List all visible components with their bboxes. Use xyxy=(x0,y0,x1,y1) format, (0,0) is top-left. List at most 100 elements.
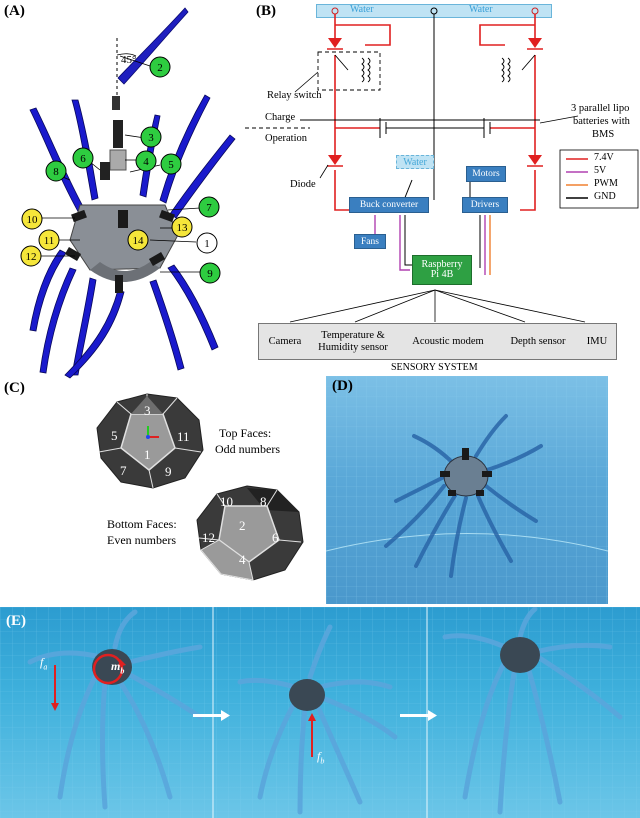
mb-subscript: b xyxy=(120,666,125,676)
fa-symbol: f xyxy=(40,655,44,669)
robot-frame-2 xyxy=(237,624,398,815)
sensory-system-row: Camera Temperature & Humidity sensor Aco… xyxy=(258,323,617,360)
water-electrodes xyxy=(331,7,539,15)
callout-number-4: 4 xyxy=(143,156,149,168)
wires-gnd-low xyxy=(404,215,481,268)
relay-coils xyxy=(334,54,536,83)
exploded-part-3 xyxy=(113,120,123,148)
sensory-system-label: SENSORY SYSTEM xyxy=(391,362,478,373)
fb-subscript: b xyxy=(320,756,325,766)
sensor-camera: Camera xyxy=(268,335,302,347)
leg-lower-3 xyxy=(64,289,125,379)
bottom-face-4: 4 xyxy=(239,552,246,567)
bottom-face-6: 6 xyxy=(272,530,279,545)
top-face-9: 9 xyxy=(165,464,172,479)
leg-lower-6 xyxy=(29,249,67,332)
callout-number-1: 1 xyxy=(204,238,210,250)
photo-pool-test: (D) xyxy=(326,376,608,604)
legend-label-5v: 5V xyxy=(594,165,607,176)
batteries-label-1: 3 parallel lipo xyxy=(571,103,630,114)
sensor-temperature-label-1: Temperature & xyxy=(321,330,385,342)
diode-bars xyxy=(327,48,543,167)
raspberry-pi-label-2: Pi 4B xyxy=(430,269,454,280)
circuit-diagram xyxy=(245,7,639,323)
callout-number-13: 13 xyxy=(177,222,189,234)
legend-label-7v4: 7.4V xyxy=(594,152,614,163)
top-face-5: 5 xyxy=(111,428,118,443)
callout-5: 5 xyxy=(160,153,182,175)
callout-number-2: 2 xyxy=(157,62,163,74)
angle-arc xyxy=(116,53,137,57)
top-faces-caption-1: Top Faces: xyxy=(219,426,272,440)
lower-legs xyxy=(29,249,219,379)
legend-label-gnd: GND xyxy=(594,191,616,202)
callout-number-12: 12 xyxy=(26,251,37,263)
water-top-left-label: Water xyxy=(350,4,374,15)
diode-label: Diode xyxy=(290,179,316,190)
fa-label: fa xyxy=(40,655,47,671)
water-sensor-box: Water xyxy=(396,155,434,169)
angle-label: 45° xyxy=(121,54,137,66)
fb-label: fb xyxy=(317,749,324,765)
sequence-arrows xyxy=(193,710,437,721)
callout-number-8: 8 xyxy=(53,166,59,178)
panel-label-d: (D) xyxy=(332,378,353,394)
bottom-faces-caption-2: Even numbers xyxy=(107,533,176,547)
dodecahedron-bottom xyxy=(196,485,304,581)
sensor-acoustic-modem: Acoustic modem xyxy=(412,335,484,347)
callout-number-10: 10 xyxy=(27,214,39,226)
wires-5v xyxy=(374,215,486,275)
callout-10: 10 xyxy=(21,208,43,230)
fans-box: Fans xyxy=(354,234,386,249)
sensor-temperature-label-2: Humidity sensor xyxy=(318,341,388,353)
charge-label: Charge xyxy=(265,112,296,123)
legend-label-pwm: PWM xyxy=(594,178,618,189)
relay-switch-label: Relay switch xyxy=(267,90,322,101)
ground-electrode xyxy=(430,7,438,15)
callout-number-6: 6 xyxy=(80,153,86,165)
diode-symbols xyxy=(328,38,542,165)
arm-exploded-top xyxy=(117,7,189,85)
top-face-7: 7 xyxy=(120,463,127,478)
sensor-imu: IMU xyxy=(586,335,608,347)
callout-number-3: 3 xyxy=(148,132,154,144)
fb-symbol: f xyxy=(317,749,321,763)
callout-13: 13 xyxy=(171,216,193,238)
exploded-part-6 xyxy=(100,162,110,180)
moment-arrow xyxy=(92,653,124,685)
panel-label-b: (B) xyxy=(256,3,276,19)
callout-number-14: 14 xyxy=(133,235,145,247)
batteries-label-3: BMS xyxy=(592,129,615,140)
callout-8: 8 xyxy=(45,160,67,182)
leg-lower-2 xyxy=(71,277,97,376)
callout-number-7: 7 xyxy=(206,202,212,214)
locomotion-scene xyxy=(0,607,640,818)
leg-upper-4 xyxy=(169,134,236,219)
batteries-label-2: batteries with xyxy=(573,116,630,127)
bottom-face-12: 12 xyxy=(202,530,215,545)
top-faces-caption-2: Odd numbers xyxy=(215,442,280,456)
sensor-temperature-humidity: Temperature & Humidity sensor xyxy=(311,324,395,359)
callout-7: 7 xyxy=(198,196,220,218)
callout-4: 4 xyxy=(135,150,157,172)
raspberry-pi-box: Raspberry Pi 4B xyxy=(412,255,472,285)
bottom-face-8: 8 xyxy=(260,494,267,509)
callout-14: 14 xyxy=(127,229,149,251)
bottom-face-2 xyxy=(218,505,280,563)
body-connectors xyxy=(64,209,175,293)
arm-connector-top xyxy=(112,96,120,110)
panel-label-a: (A) xyxy=(4,3,25,19)
bottom-face-10: 10 xyxy=(220,494,233,509)
drivers-box: Drivers xyxy=(462,197,508,213)
robot-frame-1 xyxy=(27,609,203,810)
label-arrows xyxy=(294,71,579,179)
relay-switch-box xyxy=(317,51,381,91)
bottom-face-2-label: 2 xyxy=(239,518,246,533)
robot-body-bottom xyxy=(90,262,160,283)
wires-gnd xyxy=(300,14,540,211)
wires-7v4 xyxy=(334,14,536,211)
callout-number-11: 11 xyxy=(44,235,55,247)
leg-lower-4 xyxy=(149,279,185,371)
